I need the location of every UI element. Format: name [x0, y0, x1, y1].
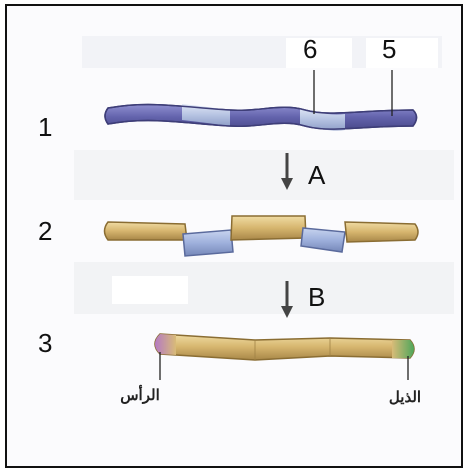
strand-1	[104, 70, 418, 131]
blank-label-box	[112, 276, 188, 304]
tail-tip	[392, 340, 414, 358]
head-label: الرأس	[120, 384, 160, 404]
step-label-b: B	[308, 282, 325, 312]
arrow-a	[281, 153, 293, 190]
callout-label-6: 6	[303, 34, 317, 64]
row-label-2: 2	[38, 216, 52, 246]
blue-segment	[182, 229, 234, 257]
row-label-1: 1	[38, 112, 52, 142]
strand-2	[103, 215, 419, 257]
strand-1-light-segment	[300, 108, 345, 131]
tan-segment	[230, 215, 307, 241]
joined-strand-body	[154, 333, 415, 361]
strand-3	[154, 333, 415, 380]
tan-segment	[344, 221, 419, 243]
tail-label: الذيل	[389, 388, 421, 406]
tan-segment	[103, 221, 188, 241]
blue-segment	[300, 227, 346, 253]
blank-label-box	[366, 38, 438, 68]
background-panel	[74, 150, 454, 200]
blank-label-box	[286, 38, 352, 68]
callout-label-5: 5	[382, 34, 396, 64]
row-label-3: 3	[38, 328, 52, 358]
step-label-a: A	[308, 160, 326, 190]
strand-1-border	[104, 103, 418, 130]
arrow-b	[281, 281, 293, 318]
head-tip	[155, 334, 176, 355]
